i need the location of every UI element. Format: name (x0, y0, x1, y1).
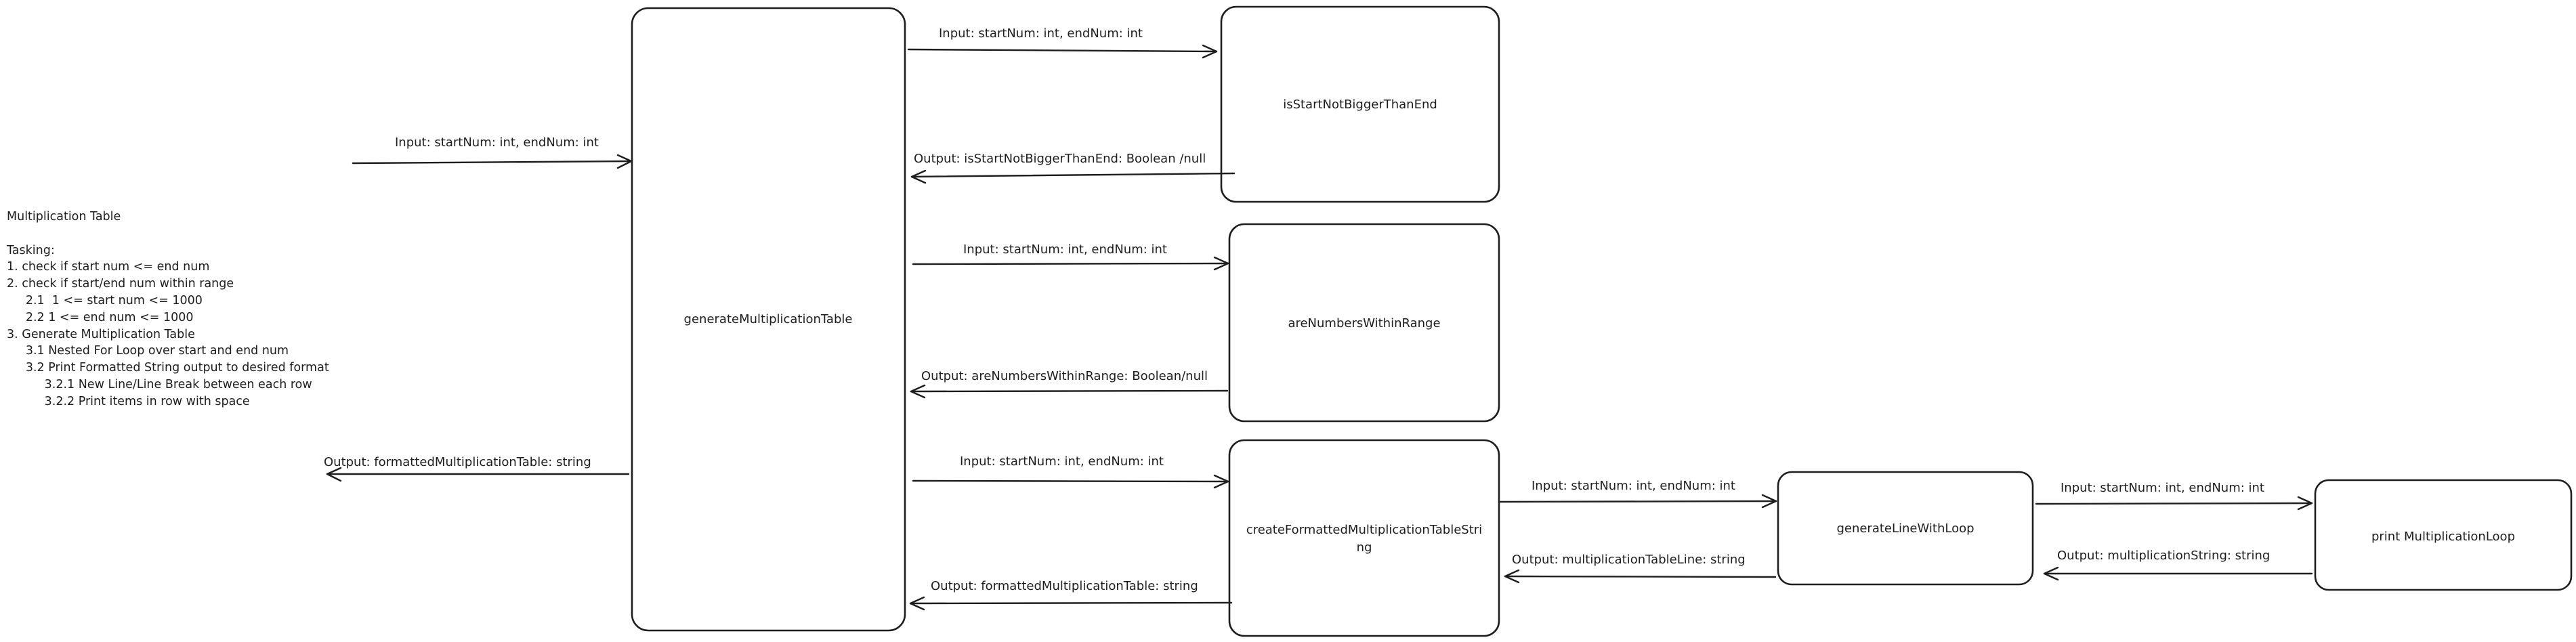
box-generate-multiplication-table[interactable]: generateMultiplicationTable (631, 7, 906, 632)
box-are-numbers-within-range[interactable]: areNumbersWithinRange (1228, 223, 1500, 423)
label-range-output: Output: areNumbersWithinRange: Boolean/n… (921, 369, 1208, 383)
arrow-range-output (910, 384, 1229, 399)
box-create-formatted-multiplication-table-string[interactable]: createFormattedMultiplicationTableStri n… (1228, 439, 1500, 637)
box-label-generate-line: generateLineWithLoop (1836, 521, 1974, 536)
box-label-generate: generateMultiplicationTable (684, 312, 853, 326)
label-print-output: Output: multiplicationString: string (2057, 549, 2270, 563)
label-is-start-output: Output: isStartNotBiggerThanEnd: Boolean… (914, 152, 1206, 166)
box-label-is-start: isStartNotBiggerThanEnd (1283, 98, 1437, 112)
arrow-main-output (326, 467, 630, 482)
arrow-format-output (909, 596, 1233, 611)
label-range-input: Input: startNum: int, endNum: int (963, 242, 1167, 257)
arrow-is-start-output (910, 169, 1236, 184)
label-main-output: Output: formattedMultiplicationTable: st… (324, 455, 591, 469)
task-notes: Multiplication Table Tasking: 1. check i… (7, 210, 329, 408)
box-generate-line-with-loop[interactable]: generateLineWithLoop (1777, 471, 2034, 586)
box-label-within-range: areNumbersWithinRange (1288, 316, 1440, 330)
box-label-create-formatted-1: createFormattedMultiplicationTableStri (1246, 523, 1482, 537)
box-print-multiplication-loop[interactable]: print MultiplicationLoop (2314, 479, 2573, 591)
arrow-print-output (2043, 566, 2313, 581)
box-is-start-not-bigger-than-end[interactable]: isStartNotBiggerThanEnd (1220, 5, 1500, 203)
label-is-start-input: Input: startNum: int, endNum: int (939, 26, 1143, 41)
arrow-range-input (912, 256, 1229, 271)
label-format-output: Output: formattedMultiplicationTable: st… (931, 579, 1198, 593)
label-line-output: Output: multiplicationTableLine: string (1512, 553, 1746, 567)
arrow-format-input (912, 474, 1229, 489)
box-label-create-formatted-2: ng (1357, 540, 1372, 555)
arrow-line-input (1499, 494, 1777, 509)
box-label-print-loop: print MultiplicationLoop (2371, 530, 2515, 544)
label-print-input: Input: startNum: int, endNum: int (2061, 481, 2264, 495)
label-line-input: Input: startNum: int, endNum: int (1532, 479, 1735, 493)
arrow-main-input (352, 154, 633, 169)
arrow-print-input (2035, 496, 2313, 511)
label-main-input: Input: startNum: int, endNum: int (395, 135, 599, 150)
label-format-input: Input: startNum: int, endNum: int (960, 454, 1164, 469)
arrow-is-start-input (907, 44, 1218, 59)
arrow-line-output (1504, 569, 1777, 584)
